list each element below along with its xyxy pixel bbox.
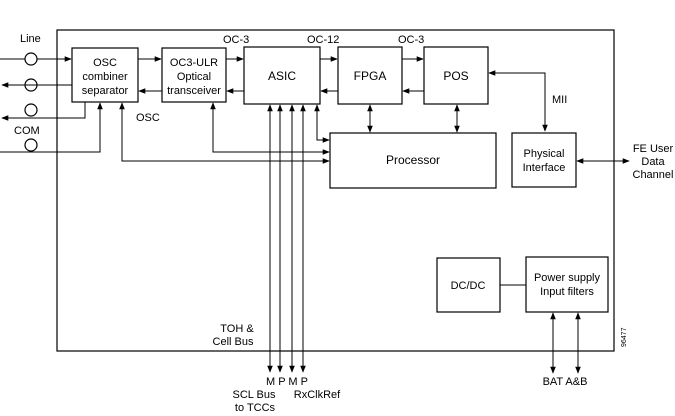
com-in-arrow <box>0 102 103 153</box>
oc12-label: OC-12 <box>307 34 339 46</box>
osc-tag-label: OSC <box>136 112 160 124</box>
dcdc-label: DC/DC <box>451 280 486 292</box>
oc3ulr-line-3: transceiver <box>167 85 221 97</box>
pos-block: POS <box>423 46 489 105</box>
card-boundary <box>56 29 615 352</box>
pos-mii-arrow <box>488 70 548 132</box>
com-label: COM <box>14 125 40 137</box>
processor-label: Processor <box>386 153 440 167</box>
fpga-block: FPGA <box>337 46 403 105</box>
toh-label-1: TOH & <box>220 323 254 335</box>
asic-processor-arrow <box>314 104 330 143</box>
osc-combiner-block: OSC combiner separator <box>71 47 139 103</box>
psu-line-2: Input filters <box>540 286 594 298</box>
bat-label: BAT A&B <box>543 376 588 388</box>
com-port-out <box>24 103 38 117</box>
mpmp-label: M P M P <box>266 376 308 388</box>
scl-label-2: to TCCs <box>235 402 276 414</box>
com-port-in <box>24 138 38 152</box>
physical-interface-block: Physical Interface <box>511 132 577 188</box>
com-out-arrow <box>1 102 86 121</box>
fe-label-2: Data <box>641 156 665 168</box>
mii-label: MII <box>552 94 567 106</box>
figure-id-label: 96477 <box>621 327 628 347</box>
asic-block: ASIC <box>243 46 321 105</box>
scl-label-1: SCL Bus <box>232 389 276 401</box>
dcdc-block: DC/DC <box>436 257 501 313</box>
line-label: Line <box>20 33 41 45</box>
line-port-in <box>24 52 38 66</box>
rxclkref-label: RxClkRef <box>294 389 341 401</box>
oc3ulr-line-1: OC3-ULR <box>170 57 218 69</box>
oc3-left-label: OC-3 <box>223 34 249 46</box>
phy-line-1: Physical <box>524 148 565 160</box>
osc-line-2: combiner <box>82 71 128 83</box>
osc-line-3: separator <box>82 85 129 97</box>
oc3-ulr-transceiver-block: OC3-ULR Optical transceiver <box>161 47 227 103</box>
osc-processor-arrow <box>119 102 330 164</box>
oc3ulr-processor-arrow <box>210 102 330 155</box>
fpga-label: FPGA <box>354 69 387 83</box>
power-supply-block: Power supply Input filters <box>525 256 609 313</box>
fe-label-1: FE User <box>633 143 674 155</box>
fe-label-3: Channel <box>633 169 674 181</box>
oc3ulr-line-2: Optical <box>177 71 211 83</box>
asic-label: ASIC <box>268 69 296 83</box>
phy-line-2: Interface <box>523 162 566 174</box>
oc3-right-label: OC-3 <box>398 34 424 46</box>
psu-line-1: Power supply <box>534 272 601 284</box>
osc-line-1: OSC <box>93 57 117 69</box>
pos-label: POS <box>443 69 468 83</box>
processor-block: Processor <box>329 132 497 189</box>
toh-label-2: Cell Bus <box>213 336 254 348</box>
